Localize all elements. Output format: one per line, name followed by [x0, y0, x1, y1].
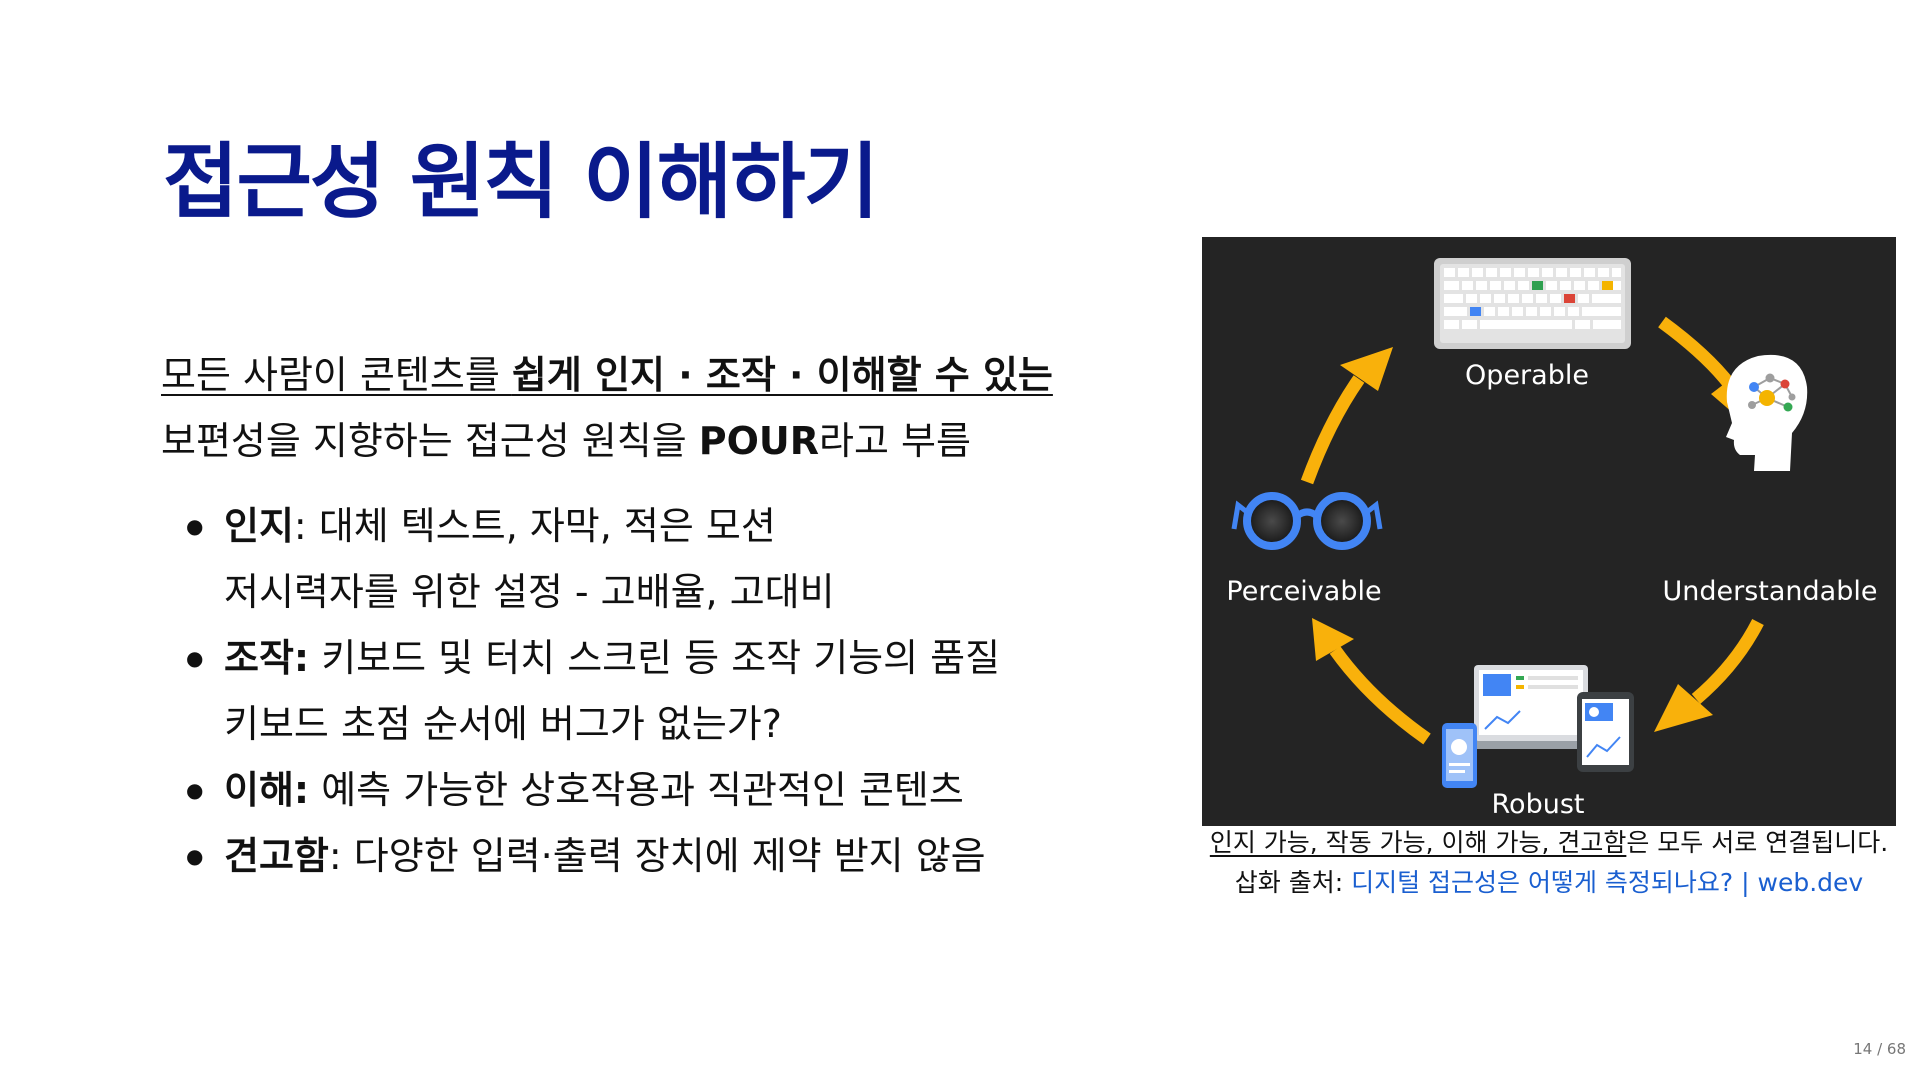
intro-bold-underlined-text: 쉽게 인지 · 조작 · 이해할 수 있는 — [511, 353, 1053, 397]
bullet-separator — [309, 768, 321, 812]
list-item-perceivable: 인지: 대체 텍스트, 자막, 적은 모션 저시력자를 위한 설정 - 고배율,… — [186, 493, 1124, 625]
source-link[interactable]: 디지털 접근성은 어떻게 측정되나요? | web.dev — [1351, 868, 1864, 897]
bullet-text: 다양한 입력·출력 장치에 제약 받지 않음 — [353, 834, 986, 878]
bullet-text: 대체 텍스트, 자막, 적은 모션 — [318, 504, 776, 548]
page-number: 14 / 68 — [1853, 1040, 1906, 1058]
caption-line-2: 삽화 출처: 디지털 접근성은 어떻게 측정되나요? | web.dev — [1202, 863, 1896, 903]
cycle-arrow-icon — [1300, 316, 1764, 745]
caption-line-1: 인지 가능, 작동 가능, 이해 가능, 견고함은 모두 서로 연결됩니다. — [1202, 823, 1896, 863]
source-label: 삽화 출처: — [1234, 868, 1352, 897]
list-item-robust: 견고함: 다양한 입력·출력 장치에 제약 받지 않음 — [186, 823, 1124, 889]
bullet-separator: : — [293, 504, 319, 548]
bullet-term: 인지 — [224, 504, 294, 548]
intro-line-2: 보편성을 지향하는 접근성 원칙을 POUR라고 부름 — [161, 408, 1111, 474]
label-understandable: Understandable — [1663, 576, 1878, 607]
bullet-term: 견고함 — [224, 834, 329, 878]
bullet-text: 키보드 및 터치 스크린 등 조작 기능의 품질 — [321, 636, 1001, 680]
figure-caption: 인지 가능, 작동 가능, 이해 가능, 견고함은 모두 서로 연결됩니다. 삽… — [1202, 823, 1896, 903]
pour-principles-list: 인지: 대체 텍스트, 자막, 적은 모션 저시력자를 위한 설정 - 고배율,… — [186, 493, 1124, 889]
bullet-separator: : — [328, 834, 354, 878]
pour-keyword: POUR — [698, 419, 820, 463]
label-robust: Robust — [1492, 789, 1585, 820]
intro-text-end: 라고 부름 — [819, 419, 971, 463]
caption-underlined: 인지 가능, 작동 가능, 이해 가능, 견고함 — [1209, 828, 1627, 857]
intro-underlined-text: 모든 사람이 콘텐츠를 — [161, 353, 512, 397]
bullet-term: 이해: — [224, 768, 310, 812]
caption-rest: 은 모두 서로 연결됩니다. — [1626, 828, 1889, 857]
slide-title: 접근성 원칙 이해하기 — [163, 135, 879, 230]
bullet-term: 조작: — [224, 636, 310, 680]
intro-text: 보편성을 지향하는 접근성 원칙을 — [161, 419, 699, 463]
label-perceivable: Perceivable — [1226, 576, 1381, 607]
list-item-operable: 조작: 키보드 및 터치 스크린 등 조작 기능의 품질 키보드 초점 순서에 … — [186, 625, 1124, 757]
intro-paragraph: 모든 사람이 콘텐츠를 쉽게 인지 · 조작 · 이해할 수 있는 보편성을 지… — [161, 342, 1111, 474]
head-brain-icon — [1726, 354, 1808, 471]
bullet-text: 예측 가능한 상호작용과 직관적인 콘텐츠 — [321, 768, 964, 812]
keyboard-icon — [1434, 258, 1631, 349]
bullet-subtext: 키보드 초점 순서에 버그가 없는가? — [224, 702, 782, 746]
label-operable: Operable — [1465, 360, 1589, 391]
list-item-understandable: 이해: 예측 가능한 상호작용과 직관적인 콘텐츠 — [186, 757, 1124, 823]
devices-icon — [1442, 665, 1634, 788]
intro-line-1: 모든 사람이 콘텐츠를 쉽게 인지 · 조작 · 이해할 수 있는 — [161, 342, 1111, 408]
pour-cycle-illustration: Operable Understandable Robust Perceivab… — [1202, 237, 1896, 826]
bullet-subtext: 저시력자를 위한 설정 - 고배율, 고대비 — [224, 570, 835, 614]
glasses-icon — [1231, 492, 1383, 550]
bullet-separator — [309, 636, 321, 680]
pour-cycle-svg: Operable Understandable Robust Perceivab… — [1226, 258, 1878, 820]
